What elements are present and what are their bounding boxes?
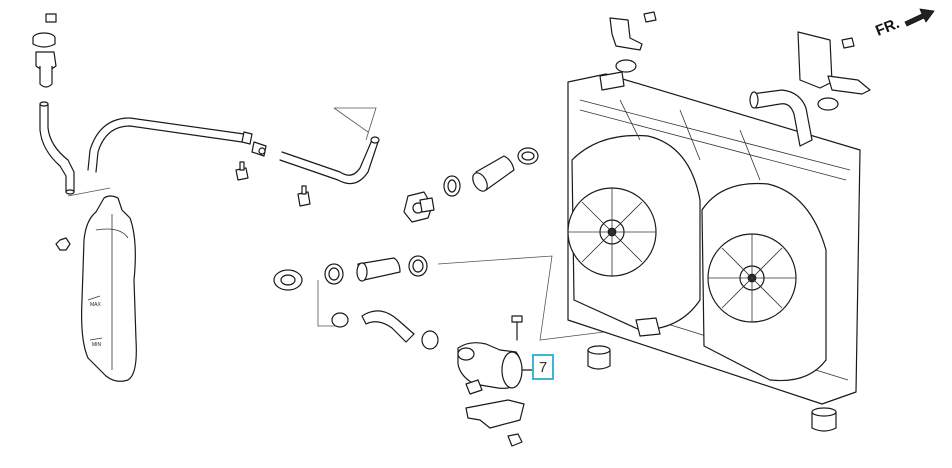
front-direction-label: FR. xyxy=(873,15,902,40)
upper-right-hose xyxy=(749,89,813,147)
bolt-icon xyxy=(841,37,855,49)
mounting-bracket-right xyxy=(797,31,871,111)
upper-radiator-hose xyxy=(472,155,515,192)
radiator-fan-assembly xyxy=(567,71,861,405)
svg-text:MAX: MAX xyxy=(90,302,102,308)
lower-radiator-hose xyxy=(356,257,401,282)
lower-rubber-mounts xyxy=(587,345,837,432)
bolt-icon xyxy=(507,433,523,447)
front-arrow-icon xyxy=(904,8,935,27)
bolt-icon xyxy=(511,315,523,323)
hose-clamp-lower-left xyxy=(324,263,344,285)
leader-lines xyxy=(317,255,621,341)
water-pump xyxy=(457,315,533,447)
hose-clip-small xyxy=(235,161,311,207)
thermostat-housing xyxy=(403,191,435,223)
outlet-fitting xyxy=(273,269,303,291)
callout-7[interactable]: 7 xyxy=(532,354,554,380)
bypass-hose xyxy=(279,107,380,185)
pump-hose xyxy=(331,310,439,350)
bolt-icon xyxy=(643,11,657,23)
reservoir-cap-assembly xyxy=(32,13,57,88)
overflow-hose xyxy=(39,101,75,195)
rubber-mount-icon xyxy=(615,59,637,73)
rubber-mount-icon xyxy=(817,97,839,111)
coolant-reservoir-tank: MAX MIN xyxy=(55,187,137,382)
hose-clamp-upper xyxy=(517,147,539,165)
svg-text:MIN: MIN xyxy=(92,342,102,348)
reservoir-hose xyxy=(87,117,267,173)
pump-bracket xyxy=(465,399,525,429)
bolt-icon xyxy=(55,237,71,251)
hose-clamp xyxy=(443,175,461,197)
clip-icon xyxy=(45,13,57,23)
mounting-bracket-left xyxy=(609,11,657,73)
hose-clamp-lower-right xyxy=(408,255,428,277)
front-direction-marker: FR. xyxy=(873,8,935,40)
